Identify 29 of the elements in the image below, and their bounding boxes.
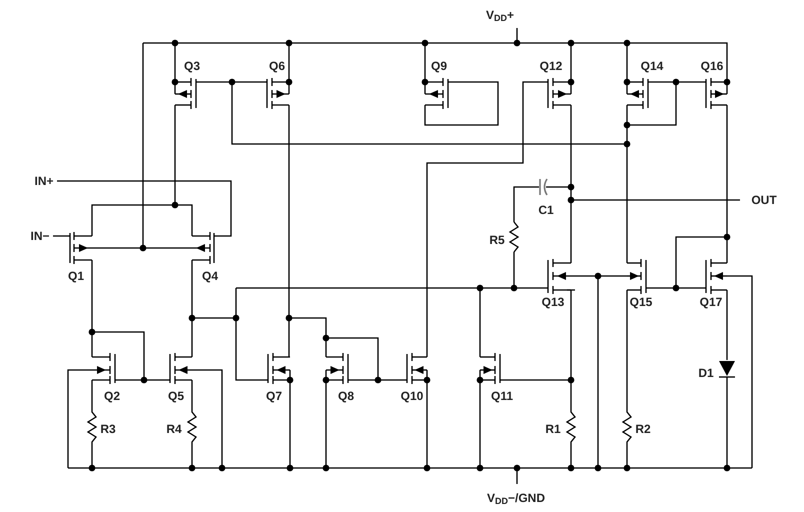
resistor-label: R1 <box>545 423 561 435</box>
transistor-label: Q15 <box>630 296 652 308</box>
transistor-label: Q7 <box>266 390 282 402</box>
transistor-label: Q12 <box>540 60 562 72</box>
transistor-label: Q11 <box>490 390 514 402</box>
capacitor-label: C1 <box>538 204 554 216</box>
transistor-label: Q2 <box>104 390 120 402</box>
transistor-label: Q16 <box>700 60 724 72</box>
transistor-label: Q17 <box>700 296 722 308</box>
transistor-label: Q10 <box>400 390 424 402</box>
transistor-label: Q4 <box>202 270 218 282</box>
resistor-label: R4 <box>166 423 182 435</box>
transistor-label: Q5 <box>168 390 184 402</box>
diode-label: D1 <box>698 367 714 379</box>
pin-label: IN+ <box>34 175 54 187</box>
transistor-label: Q13 <box>542 296 564 308</box>
resistor-label: R3 <box>100 423 116 435</box>
supply-label: V$_{DD}$+ <box>486 9 514 23</box>
pin-label: OUT <box>751 194 777 206</box>
transistor-label: Q6 <box>269 60 285 72</box>
transistor-label: Q14 <box>640 60 664 72</box>
transistor-label: Q3 <box>184 60 200 72</box>
transistor-label: Q8 <box>338 390 354 402</box>
transistor-label: Q1 <box>68 270 84 282</box>
transistor-label: Q9 <box>431 60 447 72</box>
resistor-label: R5 <box>489 234 505 246</box>
pin-label: IN− <box>30 230 50 242</box>
supply-label: V$_{DD}$−/GND <box>486 492 546 506</box>
resistor-label: R2 <box>635 423 651 435</box>
